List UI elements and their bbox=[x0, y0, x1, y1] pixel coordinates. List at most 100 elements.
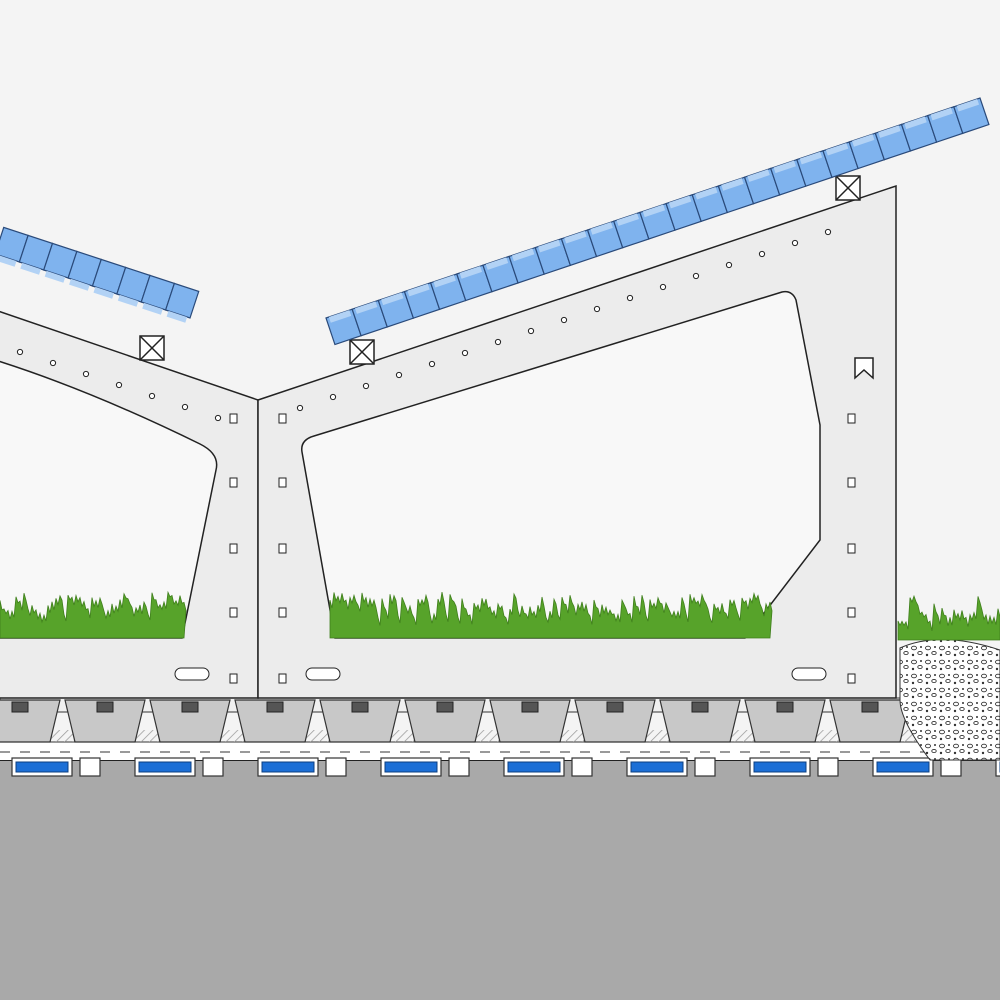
rivet bbox=[362, 382, 370, 390]
substrate-tray bbox=[489, 699, 571, 743]
grass-icon bbox=[0, 590, 187, 639]
right-support-frame bbox=[257, 184, 897, 699]
drainage-water bbox=[261, 761, 315, 773]
solar-cell-highlight bbox=[773, 160, 796, 174]
grass-planting-left bbox=[0, 590, 187, 639]
tray-bolt bbox=[691, 701, 709, 713]
substrate-tray bbox=[149, 699, 231, 743]
bolt-hole bbox=[278, 543, 287, 554]
rivet bbox=[49, 359, 57, 367]
solar-cell-highlight bbox=[564, 230, 587, 244]
substrate-tray bbox=[0, 699, 61, 743]
solar-cell-highlight bbox=[511, 248, 535, 262]
tray-bolt bbox=[776, 701, 794, 713]
rivet bbox=[16, 348, 24, 356]
solar-cell-highlight bbox=[459, 266, 483, 279]
label-tag-icon bbox=[305, 667, 341, 681]
drainage-tray-icon bbox=[995, 757, 1000, 777]
bolt-hole bbox=[229, 543, 238, 554]
tray-bolt bbox=[351, 701, 369, 713]
tray-bolt bbox=[521, 701, 539, 713]
drainage-spacer bbox=[79, 757, 101, 777]
drainage-water bbox=[507, 761, 561, 773]
bolt-hole bbox=[229, 413, 238, 424]
label-tag-icon bbox=[791, 667, 827, 681]
grass-icon bbox=[329, 592, 773, 639]
rivet bbox=[329, 393, 337, 401]
bolt-hole bbox=[229, 607, 238, 618]
solar-cell-highlight bbox=[20, 262, 41, 275]
left-support-frame bbox=[0, 310, 259, 699]
rivet bbox=[148, 392, 156, 400]
bolt-hole bbox=[278, 413, 287, 424]
solar-cell-highlight bbox=[433, 274, 456, 288]
solar-cell-highlight bbox=[44, 270, 66, 283]
mounting-bracket-icon bbox=[835, 175, 861, 201]
tray-bolt bbox=[11, 701, 29, 713]
tray-bolt bbox=[181, 701, 199, 713]
rivet bbox=[115, 381, 123, 389]
substrate-tray bbox=[64, 699, 146, 743]
substrate-tray bbox=[234, 699, 316, 743]
substrate-tray bbox=[404, 699, 486, 743]
solar-cell-highlight bbox=[956, 98, 980, 112]
bolt-hole bbox=[278, 477, 287, 488]
rivet bbox=[428, 360, 436, 368]
marker-flag-icon bbox=[854, 357, 874, 380]
bolt-hole bbox=[229, 477, 238, 488]
rivet bbox=[461, 349, 469, 357]
tray-bolt bbox=[266, 701, 284, 713]
rivet bbox=[791, 239, 799, 247]
rivet bbox=[659, 283, 667, 291]
solar-cell-highlight bbox=[616, 213, 639, 226]
ground-slab bbox=[0, 760, 1000, 1000]
bolt-hole bbox=[847, 673, 856, 684]
tray-bolt bbox=[96, 701, 114, 713]
solar-cell-highlight bbox=[590, 222, 613, 235]
rivet bbox=[692, 272, 700, 280]
grass-planting-right bbox=[329, 592, 773, 639]
bolt-hole bbox=[847, 413, 856, 424]
drainage-spacer bbox=[202, 757, 224, 777]
drainage-spacer bbox=[940, 757, 962, 777]
solar-panel-array-right bbox=[325, 97, 990, 346]
drainage-water bbox=[15, 761, 69, 773]
drainage-spacer bbox=[817, 757, 839, 777]
drainage-water bbox=[138, 761, 192, 773]
solar-cell-highlight bbox=[485, 257, 509, 270]
solar-cell-highlight bbox=[142, 302, 163, 315]
drainage-water bbox=[876, 761, 930, 773]
solar-cell-highlight bbox=[852, 134, 875, 147]
substrate-tray bbox=[319, 699, 401, 743]
substrate-tray bbox=[829, 699, 911, 743]
drainage-water bbox=[630, 761, 684, 773]
solar-panel-array-left bbox=[0, 226, 200, 323]
bolt-hole bbox=[847, 607, 856, 618]
solar-cell-highlight bbox=[695, 186, 718, 200]
tray-bolt bbox=[861, 701, 879, 713]
solar-cell-highlight bbox=[799, 151, 823, 165]
rivet bbox=[725, 261, 733, 269]
mounting-bracket-icon bbox=[349, 339, 375, 365]
mounting-brackets bbox=[139, 175, 861, 365]
rivet bbox=[560, 316, 568, 324]
tray-bolt bbox=[606, 701, 624, 713]
grass-icon bbox=[897, 594, 1000, 641]
rivet bbox=[494, 338, 502, 346]
solar-cell-highlight bbox=[69, 278, 90, 291]
solar-cell-highlight bbox=[930, 107, 953, 121]
drainage-spacer bbox=[325, 757, 347, 777]
solar-cell-highlight bbox=[878, 125, 901, 138]
label-tag-icon bbox=[174, 667, 210, 681]
rivet bbox=[181, 403, 189, 411]
gravel-strip bbox=[899, 638, 1000, 761]
solar-cell-highlight bbox=[355, 301, 378, 314]
drainage-water bbox=[384, 761, 438, 773]
bolt-hole bbox=[847, 477, 856, 488]
rivet bbox=[214, 414, 222, 422]
drainage-spacer bbox=[571, 757, 593, 777]
solar-cell-highlight bbox=[668, 195, 692, 209]
frame-bolt-holes bbox=[16, 228, 856, 684]
bolt-hole bbox=[847, 543, 856, 554]
